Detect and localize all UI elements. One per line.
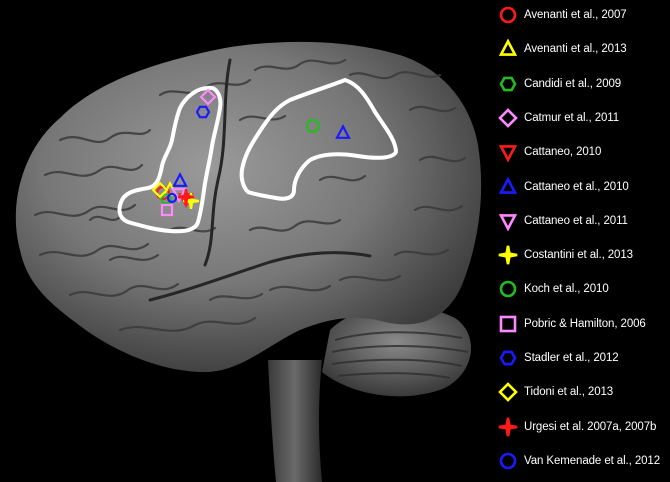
legend-label: Cattaneo, 2010 (524, 146, 602, 159)
triangle-down-marker-icon (498, 213, 518, 232)
circle-marker-icon (499, 452, 517, 470)
legend-label: Catmur et al., 2011 (524, 111, 620, 124)
legend-label: Cattaneo et al., 2010 (524, 180, 629, 193)
site-marker-tidoni-et-al-2013 (151, 181, 169, 199)
legend-item-koch-et-al-2010: Koch et al., 2010 (492, 277, 670, 301)
legend-item-pobric-hamilton-2006: Pobric & Hamilton, 2006 (492, 312, 670, 336)
legend-label: Costantini et al., 2013 (524, 249, 633, 262)
triangle-down-marker-icon (498, 145, 518, 163)
legend-item-van-kemenade-et-al-2012: Van Kemenade et al., 2012 (492, 449, 670, 473)
legend-label: Pobric & Hamilton, 2006 (524, 317, 646, 330)
legend-label: Stadler et al., 2012 (524, 352, 619, 364)
legend-item-tidoni-et-al-2013: Tidoni et al., 2013 (492, 380, 670, 404)
legend-item-cattaneo-2010: Cattaneo, 2010 (492, 140, 670, 164)
legend-item-urgesi-et-al-2007a-2007b: Urgesi et al. 2007a, 2007b (492, 415, 670, 439)
legend-item-cattaneo-et-al-2011: Cattaneo et al., 2011 (492, 209, 670, 233)
legend-label: Candidi et al., 2009 (524, 77, 622, 90)
site-marker-stadler-et-al-2012 (195, 105, 211, 119)
legend-label: Urgesi et al. 2007a, 2007b (524, 420, 657, 433)
hexagon-marker-icon (499, 350, 517, 366)
site-marker-pobric-hamilton-2006 (160, 203, 174, 217)
circle-marker-icon (499, 6, 517, 24)
site-marker-koch-et-al-2010 (305, 118, 321, 134)
brainstem (268, 360, 322, 482)
legend-label: Tidoni et al., 2013 (524, 386, 614, 399)
site-marker-cattaneo-et-al-2010 (335, 124, 351, 139)
cerebrum (15, 41, 482, 372)
legend-item-costantini-et-al-2013: Costantini et al., 2013 (492, 243, 670, 267)
legend-item-stadler-et-al-2012: Stadler et al., 2012 (492, 346, 670, 370)
legend-label: Cattaneo et al., 2011 (524, 214, 628, 227)
site-marker-catmur-et-al-2011 (199, 88, 217, 106)
legend-item-candidi-et-al-2009: Candidi et al., 2009 (492, 72, 670, 96)
legend-label: Avenanti et al., 2007 (524, 9, 627, 21)
diamond-marker-icon (498, 382, 518, 403)
premotor-cortex-region (117, 85, 223, 234)
stimulation-sites (151, 88, 351, 217)
triangle-up-marker-icon (498, 38, 518, 57)
diamond-marker-icon (498, 108, 518, 128)
circle-marker-icon (499, 281, 517, 298)
triangle-up-marker-icon (498, 176, 518, 194)
hexagon-marker-icon (499, 76, 517, 91)
site-marker-urgesi-et-al-2007a-2007b (178, 189, 194, 205)
site-marker-cattaneo-et-al-2010 (172, 172, 188, 187)
legend-label: Koch et al., 2010 (524, 283, 609, 296)
legend-item-catmur-et-al-2011: Catmur et al., 2011 (492, 106, 670, 130)
square-marker-icon (499, 315, 517, 332)
posterior-parietal-region (239, 78, 398, 201)
legend-label: Avenanti et al., 2013 (524, 43, 627, 56)
legend-item-cattaneo-et-al-2010: Cattaneo et al., 2010 (492, 175, 670, 199)
legend-item-avenanti-et-al-2013: Avenanti et al., 2013 (492, 37, 670, 61)
star4-marker-icon (498, 245, 518, 265)
legend-item-avenanti-et-al-2007: Avenanti et al., 2007 (492, 3, 670, 27)
site-marker-van-kemenade-et-al-2012 (166, 192, 178, 204)
star4-marker-icon (498, 417, 518, 436)
legend-label: Van Kemenade et al., 2012 (524, 454, 661, 467)
